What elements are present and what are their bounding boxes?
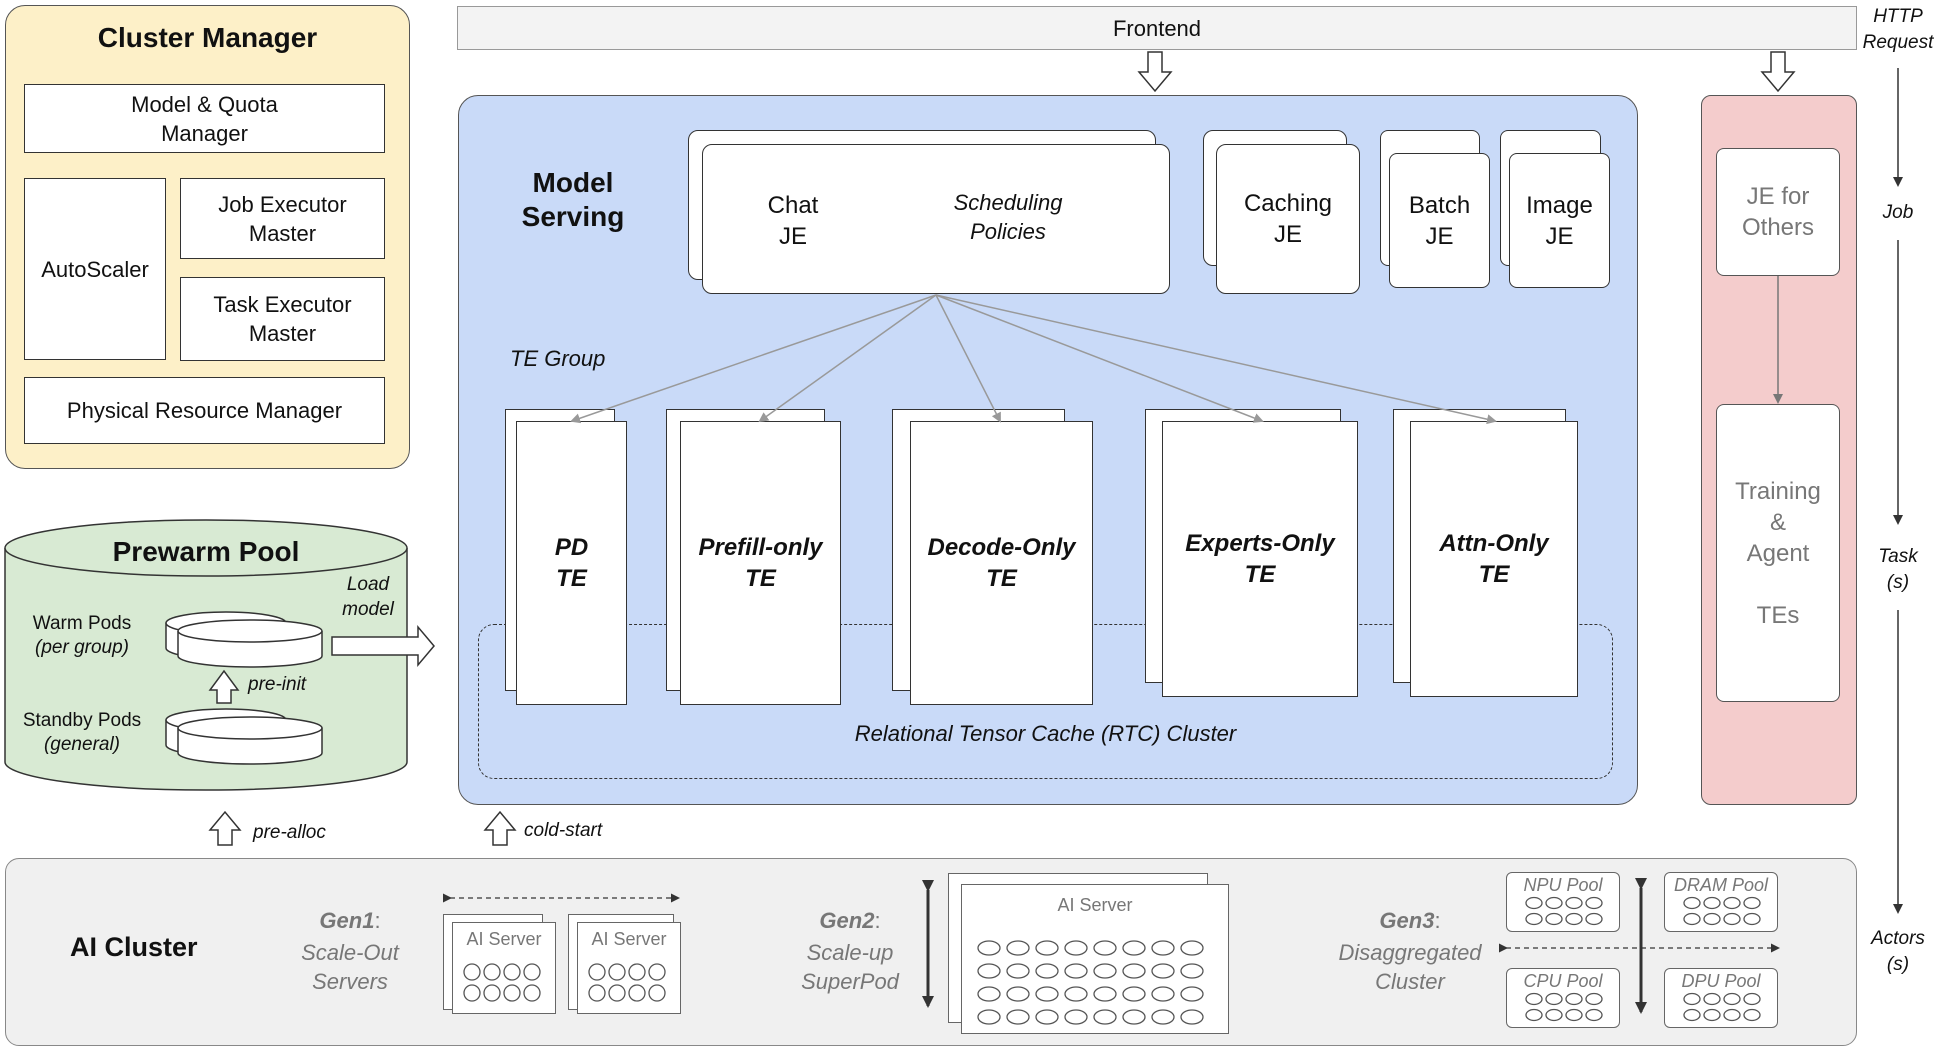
je-others-to-tes-arrow [1773, 276, 1783, 404]
job-label: Job [1868, 202, 1928, 224]
te-group-label: TE Group [510, 346, 606, 371]
cold-start-arrow [483, 810, 517, 846]
dram-pool[interactable]: DRAM Pool [1664, 872, 1778, 932]
gen3-desc: Disaggregated Cluster [1338, 940, 1482, 994]
training-agent-tes-card[interactable]: Training & Agent TEs [1716, 404, 1840, 702]
autoscaler[interactable]: AutoScaler [24, 178, 166, 360]
load-model-arrow [331, 624, 435, 668]
physical-resource-manager[interactable]: Physical Resource Manager [24, 377, 385, 444]
npu-pool-label: NPU Pool [1523, 875, 1603, 895]
dpu-pool-label: DPU Pool [1681, 971, 1761, 991]
npu-pool[interactable]: NPU Pool [1506, 872, 1620, 932]
gen2-superpod[interactable]: AI Server [961, 884, 1229, 1034]
te-decode-card[interactable]: Decode-Only TE [910, 421, 1093, 705]
warm-pods-text: Warm Pods [32, 613, 132, 634]
cluster-manager-title: Cluster Manager [97, 22, 318, 53]
gen1-desc: Scale-Out Servers [301, 940, 399, 994]
gen1-server-1-label: AI Server [466, 929, 542, 949]
pre-init-arrow [208, 669, 240, 704]
model-quota-manager[interactable]: Model & Quota Manager [24, 84, 385, 153]
load-model-label: Load model [342, 574, 394, 620]
gen1-server-1[interactable]: AI Server [452, 922, 556, 1014]
http-request-label: HTTP Request [1862, 6, 1934, 53]
gen1-server-2-label: AI Server [591, 929, 667, 949]
ai-cluster-title: AI Cluster [70, 932, 198, 962]
scheduling-policies-label: Scheduling Policies [953, 190, 1063, 244]
model-serving-title: Model Serving [521, 167, 625, 232]
cpu-pool-label: CPU Pool [1523, 971, 1603, 991]
gen2-label: Gen2 [819, 908, 875, 933]
frontend-arrow-others [1760, 51, 1796, 93]
pre-alloc-arrow [208, 810, 242, 846]
cold-start-label: cold-start [524, 820, 603, 841]
gen1-server-2[interactable]: AI Server [577, 922, 681, 1014]
gen2-colon: : [874, 908, 881, 933]
standby-pods-text: Standby Pods [22, 710, 142, 731]
te-pd-card[interactable]: PD TE [516, 421, 627, 705]
gen1-heading: Gen1: [270, 908, 430, 934]
chat-je-card[interactable]: Chat JE Scheduling Policies [702, 144, 1170, 294]
standby-pods-icon [165, 708, 323, 765]
gen1-label: Gen1 [319, 908, 375, 933]
task-label: Task (s) [1868, 544, 1928, 596]
dram-pool-label: DRAM Pool [1673, 875, 1769, 895]
gen2-heading: Gen2: [775, 908, 925, 934]
te-attn-card[interactable]: Attn-Only TE [1410, 421, 1578, 697]
standby-pods-sub: (general) [43, 734, 121, 755]
caching-je-card[interactable]: Caching JE [1216, 144, 1360, 294]
frontend-bar[interactable]: Frontend [457, 6, 1857, 50]
warm-pods-icon [165, 611, 323, 668]
image-je-card[interactable]: Image JE [1509, 153, 1610, 288]
te-prefill-card[interactable]: Prefill-only TE [680, 421, 841, 705]
cpu-pool[interactable]: CPU Pool [1506, 968, 1620, 1028]
standby-pods-label: Standby Pods (general) [12, 709, 152, 757]
actors-label: Actors (s) [1862, 926, 1934, 978]
gen1-colon: : [374, 908, 381, 933]
gen3-colon: : [1434, 908, 1441, 933]
pre-init-label: pre-init [248, 674, 307, 695]
rtc-cluster-label: Relational Tensor Cache (RTC) Cluster [854, 720, 1237, 746]
je-for-others-card[interactable]: JE for Others [1716, 148, 1840, 276]
pre-alloc-label: pre-alloc [253, 822, 326, 843]
gen2-desc: Scale-up SuperPod [801, 940, 899, 994]
batch-je-card[interactable]: Batch JE [1389, 153, 1490, 288]
warm-pods-sub: (per group) [35, 637, 129, 658]
te-experts-card[interactable]: Experts-Only TE [1162, 421, 1358, 697]
chat-je-label: Chat JE [767, 192, 819, 250]
gen3-heading: Gen3: [1320, 908, 1500, 934]
task-executor-master[interactable]: Task Executor Master [180, 277, 385, 361]
prewarm-pool-title: Prewarm Pool [112, 536, 300, 567]
job-executor-master[interactable]: Job Executor Master [180, 178, 385, 259]
dpu-pool[interactable]: DPU Pool [1664, 968, 1778, 1028]
gen2-superpod-label: AI Server [1057, 895, 1133, 915]
frontend-arrow-serving [1137, 51, 1173, 93]
warm-pods-label: Warm Pods (per group) [12, 612, 152, 660]
frontend-label: Frontend [1112, 15, 1202, 41]
gen3-label: Gen3 [1379, 908, 1435, 933]
